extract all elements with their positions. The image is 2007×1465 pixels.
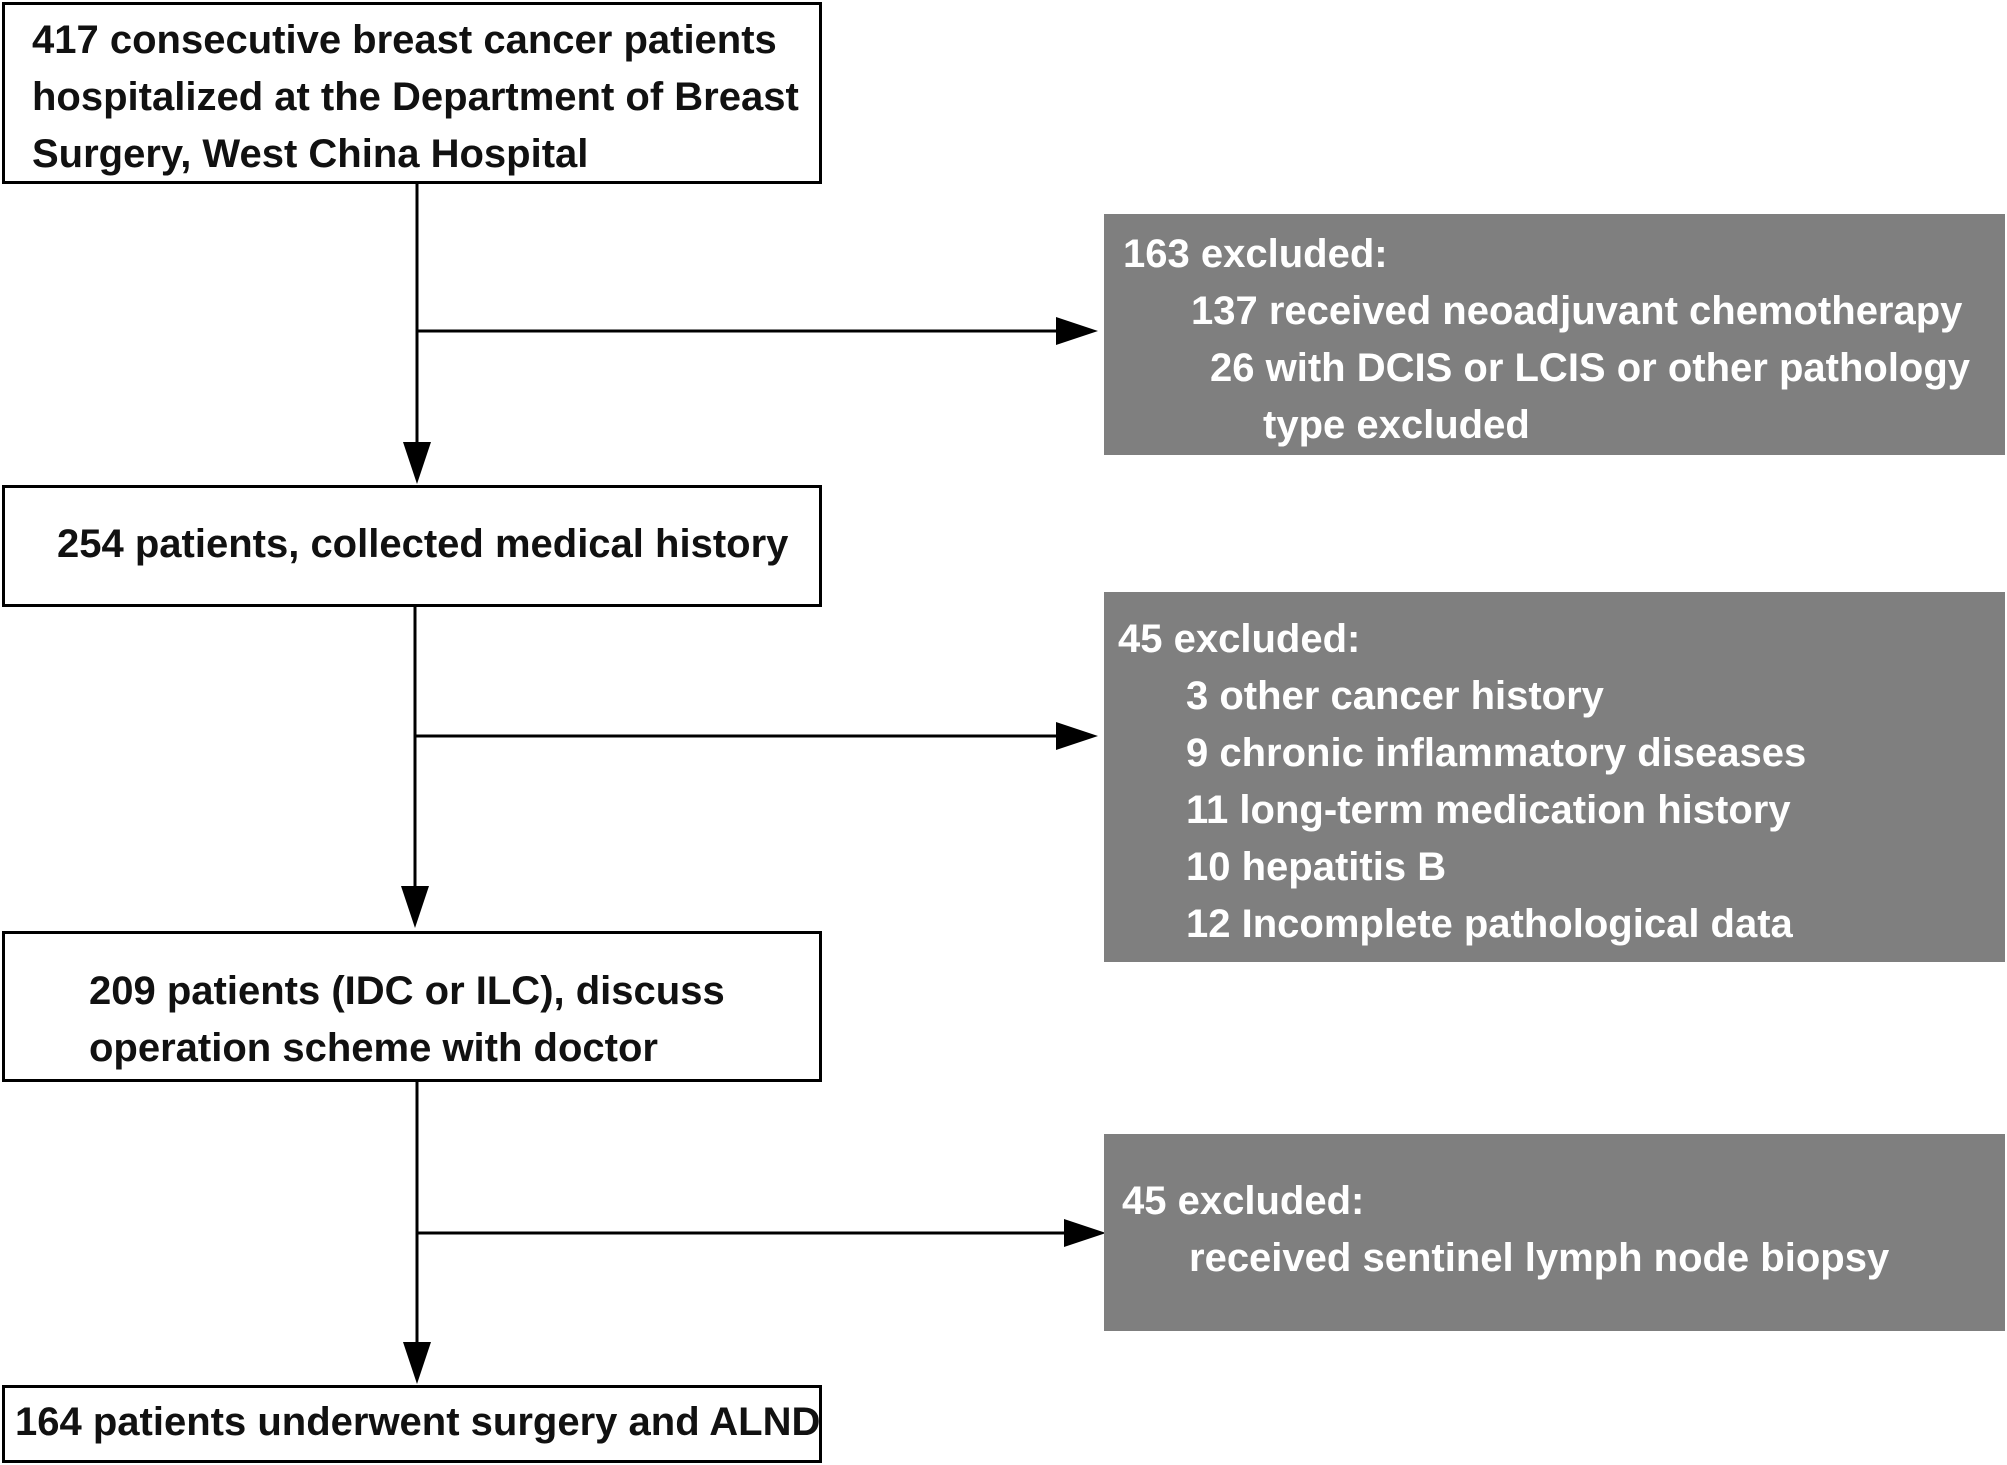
step-box-operation-scheme: 209 patients (IDC or ILC), discuss opera… (2, 931, 822, 1082)
step-box-final-cohort: 164 patients underwent surgery and ALND (2, 1385, 822, 1463)
arrowhead-right-2 (1056, 722, 1098, 750)
exclusion-item: received sentinel lymph node biopsy (1189, 1236, 1890, 1280)
exclusion-item: 137 received neoadjuvant chemotherapy (1191, 289, 1963, 333)
exclusion-box-1: 163 excluded: 137 received neoadjuvant c… (1104, 214, 2005, 455)
arrowhead-down-3 (403, 1342, 431, 1384)
exclusion-box-2: 45 excluded: 3 other cancer history 9 ch… (1104, 592, 2005, 962)
exclusion-box-3: 45 excluded: received sentinel lymph nod… (1104, 1134, 2005, 1331)
step-text-line: 209 patients (IDC or ILC), discuss (89, 969, 725, 1013)
step-text-line: 417 consecutive breast cancer patients (32, 18, 777, 62)
step-text-line: Surgery, West China Hospital (32, 132, 589, 176)
exclusion-heading: 45 excluded: (1118, 617, 1361, 661)
exclusion-heading: 45 excluded: (1122, 1179, 1365, 1223)
step-text-line: hospitalized at the Department of Breast (32, 75, 799, 119)
exclusion-item: type excluded (1263, 403, 1530, 447)
arrowhead-right-1 (1056, 317, 1098, 345)
step-box-medical-history: 254 patients, collected medical history (2, 485, 822, 607)
arrowhead-right-3 (1064, 1219, 1106, 1247)
step-text-line: operation scheme with doctor (89, 1026, 658, 1070)
exclusion-item: 26 with DCIS or LCIS or other pathology (1210, 346, 1971, 390)
arrowhead-down-1 (403, 442, 431, 484)
step-text-line: 254 patients, collected medical history (57, 522, 789, 566)
step-text-line: 164 patients underwent surgery and ALND (15, 1400, 821, 1444)
exclusion-item: 11 long-term medication history (1186, 788, 1791, 832)
exclusion-item: 3 other cancer history (1186, 674, 1604, 718)
exclusion-heading: 163 excluded: (1123, 232, 1388, 276)
exclusion-item: 9 chronic inflammatory diseases (1186, 731, 1807, 775)
arrowhead-down-2 (401, 886, 429, 928)
step-box-initial-cohort: 417 consecutive breast cancer patients h… (2, 2, 822, 184)
exclusion-item: 10 hepatitis B (1186, 845, 1447, 889)
exclusion-item: 12 Incomplete pathological data (1186, 902, 1793, 946)
